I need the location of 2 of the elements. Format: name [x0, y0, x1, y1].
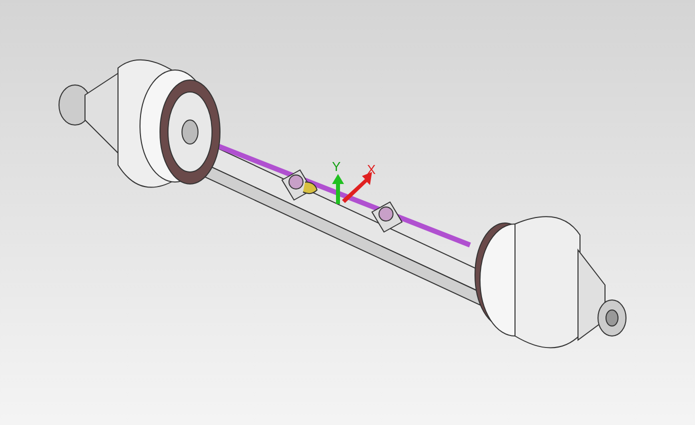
axis-label: Y — [332, 160, 341, 173]
axis-label: X — [367, 163, 376, 176]
